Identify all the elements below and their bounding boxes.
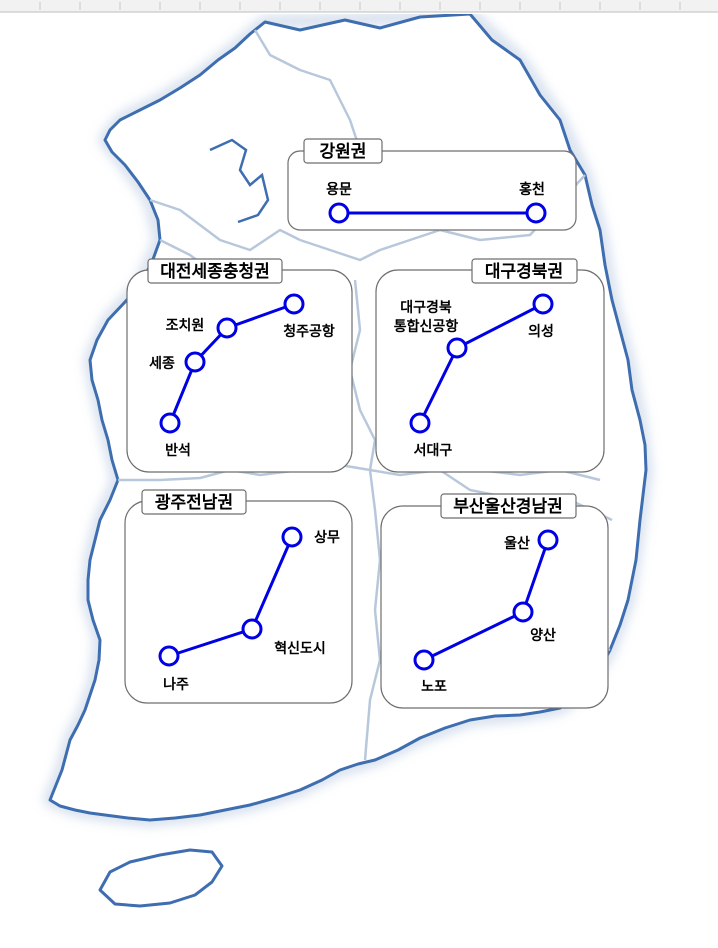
region-title-box [471, 258, 578, 284]
station-label: 양산 [530, 627, 556, 644]
station-marker [525, 202, 547, 224]
region-busan-ulsan-gyeongnam: 부산울산경남권 노포 양산 울산 [380, 493, 609, 709]
station-label: 상무 [314, 530, 340, 546]
station-marker [184, 351, 206, 373]
station-marker [216, 317, 238, 339]
station-label: 노포 [421, 679, 447, 695]
region-daegu-gyeongbuk: 대구경북권 서대구 대구경북 통합신공항 의성 [375, 258, 605, 473]
region-gangwon: 강원권 용문 홍천 [287, 138, 577, 231]
station-marker [512, 601, 534, 623]
station-label: 조치원 [166, 318, 205, 334]
region-title: 대구경북권 [485, 262, 563, 282]
station-marker [328, 202, 350, 224]
station-marker [409, 412, 431, 434]
station-label: 나주 [163, 677, 189, 693]
station-marker [283, 293, 305, 315]
station-label: 대구경북 [400, 299, 452, 316]
station-label: 용문 [326, 182, 352, 198]
station-marker [281, 526, 303, 548]
station-marker [413, 649, 435, 671]
station-label: 혁신도시 [274, 640, 326, 657]
region-chungcheong: 대전세종충청권 반석 세종 조치원 청주공항 [126, 258, 353, 473]
station-marker [532, 293, 554, 315]
station-marker [241, 618, 263, 640]
jeju-island [98, 848, 224, 908]
station-label: 홍천 [519, 181, 545, 198]
region-title: 강원권 [320, 142, 367, 162]
station-marker [446, 337, 468, 359]
region-title-box [141, 489, 247, 515]
region-gwangju-jeonnam: 광주전남권 나주 혁신도시 상무 [124, 489, 353, 704]
region-panel [380, 505, 609, 709]
region-title: 부산울산경남권 [453, 497, 562, 517]
station-marker [159, 412, 181, 434]
station-marker [158, 645, 180, 667]
station-marker [537, 529, 559, 551]
station-label: 의성 [528, 323, 554, 340]
province-borders [118, 29, 613, 761]
region-title: 광주전남권 [155, 493, 233, 513]
route-line [168, 302, 295, 424]
northern-bay [209, 138, 270, 224]
region-title-box [303, 138, 383, 164]
region-title-box [147, 258, 283, 284]
station-label: 울산 [504, 535, 530, 552]
region-title-box [440, 493, 577, 519]
station-label: 통합신공항 [394, 318, 459, 335]
region-title: 대전세종충청권 [160, 261, 269, 282]
top-ruler [0, 0, 718, 13]
region-panel [287, 150, 577, 231]
station-label: 서대구 [414, 443, 453, 459]
station-label: 세종 [149, 356, 175, 372]
station-label: 청주공항 [283, 323, 335, 340]
station-label: 반석 [165, 442, 191, 459]
